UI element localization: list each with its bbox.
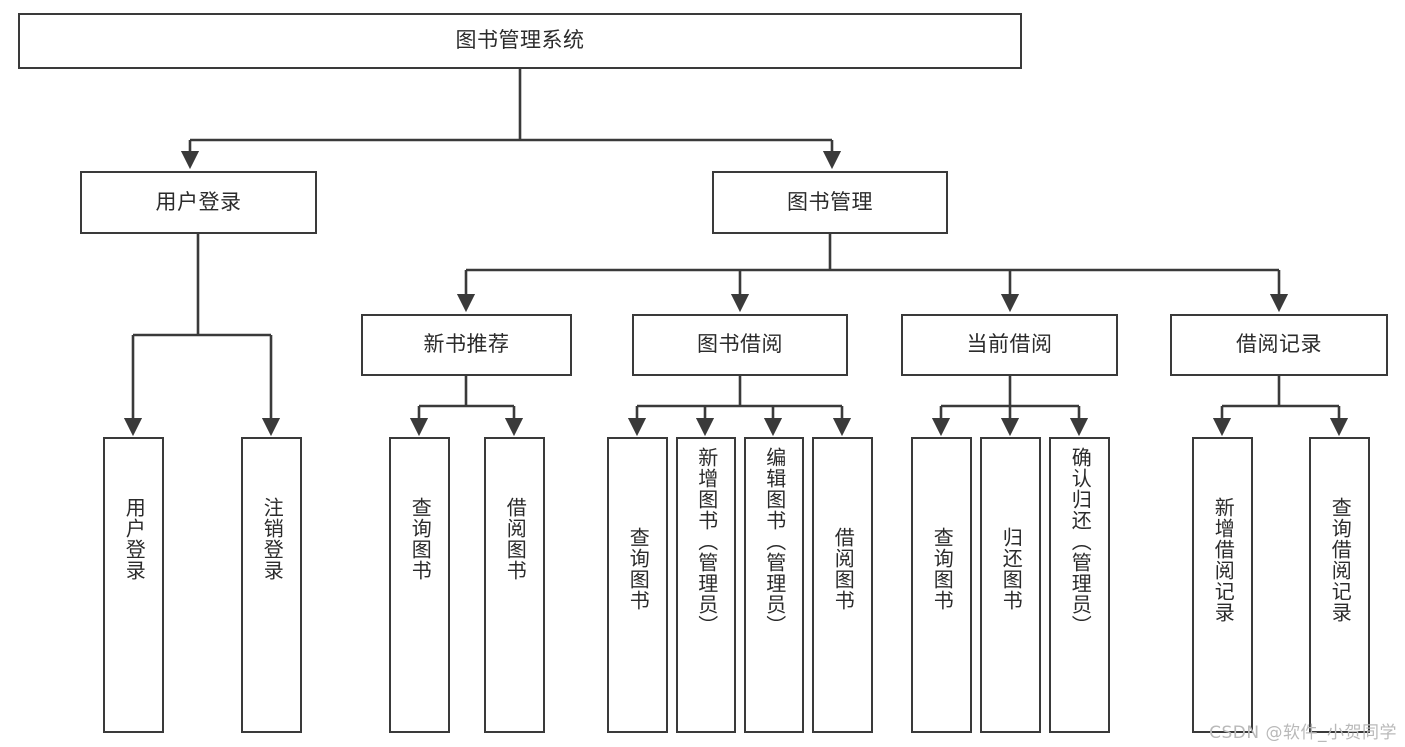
- node-label: 当前借阅: [966, 332, 1053, 357]
- node-label: 查询图书: [626, 527, 651, 611]
- node-label: 借阅图书: [503, 497, 528, 581]
- leaf-confirm-return-admin[interactable]: 确认归还（管理员）: [1049, 437, 1110, 733]
- csdn-watermark: CSDN @软件_小贺同学: [1209, 723, 1397, 743]
- node-book-management[interactable]: 图书管理: [712, 171, 948, 234]
- node-borrow-record[interactable]: 借阅记录: [1170, 314, 1388, 376]
- node-label: 查询借阅记录: [1328, 497, 1353, 623]
- node-label: 编辑图书（管理员）: [762, 447, 787, 636]
- node-label: 新增图书（管理员）: [694, 447, 719, 636]
- node-label: 新书推荐: [423, 332, 510, 357]
- node-book-borrow[interactable]: 图书借阅: [632, 314, 848, 376]
- leaf-add-book-admin[interactable]: 新增图书（管理员）: [676, 437, 736, 733]
- node-label: 用户登录: [155, 189, 242, 214]
- node-label: 归还图书: [999, 527, 1024, 611]
- leaf-return-book[interactable]: 归还图书: [980, 437, 1041, 733]
- node-label: 借阅图书: [831, 527, 856, 611]
- leaf-logout-login[interactable]: 注销登录: [241, 437, 302, 733]
- node-label: 图书管理: [787, 189, 873, 214]
- leaf-query-borrow-record[interactable]: 查询借阅记录: [1309, 437, 1370, 733]
- leaf-add-borrow-record[interactable]: 新增借阅记录: [1192, 437, 1253, 733]
- leaf-query-book-borrow[interactable]: 查询图书: [607, 437, 668, 733]
- node-label: 用户登录: [122, 497, 147, 581]
- node-new-book-recommend[interactable]: 新书推荐: [361, 314, 572, 376]
- node-user-login[interactable]: 用户登录: [80, 171, 317, 234]
- leaf-edit-book-admin[interactable]: 编辑图书（管理员）: [744, 437, 804, 733]
- node-label: 图书借阅: [697, 332, 783, 357]
- leaf-query-book-current[interactable]: 查询图书: [911, 437, 972, 733]
- node-label: 新增借阅记录: [1211, 497, 1236, 623]
- node-label: 确认归还（管理员）: [1068, 447, 1093, 636]
- node-root-system[interactable]: 图书管理系统: [18, 13, 1022, 69]
- leaf-query-book-recommend[interactable]: 查询图书: [389, 437, 450, 733]
- node-label: 借阅记录: [1236, 332, 1322, 357]
- node-label: 图书管理系统: [455, 28, 585, 53]
- node-label: 查询图书: [408, 497, 433, 581]
- leaf-user-login[interactable]: 用户登录: [103, 437, 164, 733]
- leaf-borrow-book-recommend[interactable]: 借阅图书: [484, 437, 545, 733]
- node-label: 注销登录: [260, 497, 285, 581]
- leaf-borrow-book[interactable]: 借阅图书: [812, 437, 873, 733]
- node-label: 查询图书: [930, 527, 955, 611]
- node-current-borrow[interactable]: 当前借阅: [901, 314, 1118, 376]
